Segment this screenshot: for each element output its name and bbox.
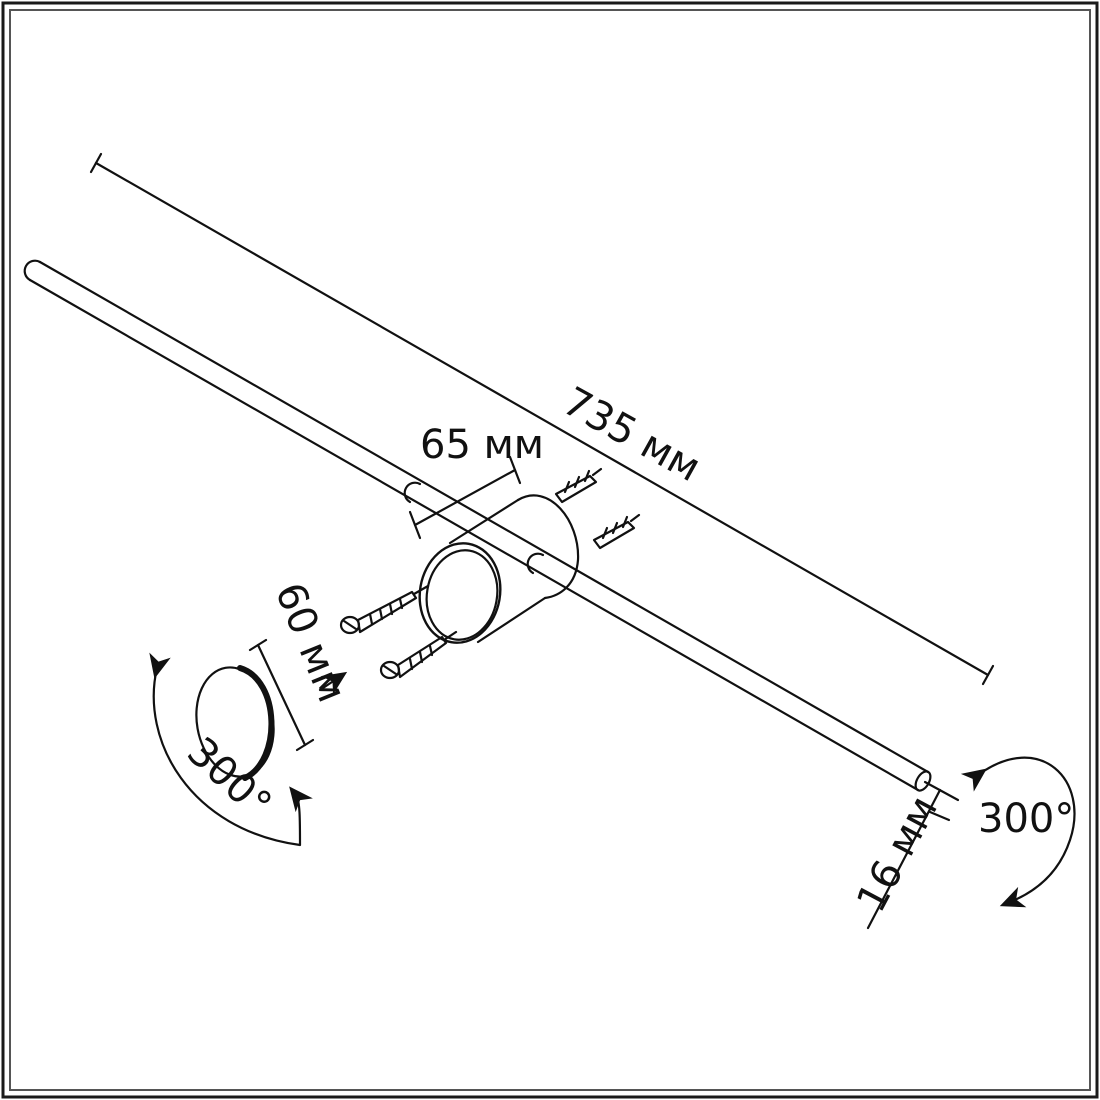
tube-diameter-label: 16 мм: [848, 789, 947, 920]
rotation-label-right: 300°: [978, 796, 1074, 842]
rotation-label-left: 300°: [178, 729, 280, 828]
wall-plug-icon: [554, 467, 603, 504]
wall-plug-icon: [592, 513, 641, 550]
mount-width-label: 65 мм: [420, 422, 544, 468]
arrow-icon: [318, 671, 348, 695]
tube-diameter-dimension: [866, 780, 960, 930]
length-label: 735 мм: [555, 379, 708, 492]
mount-cylinder: [418, 494, 580, 644]
mount-width-dimension: [408, 455, 522, 540]
screw-icon: [339, 584, 430, 635]
screw-icon: [379, 630, 458, 680]
length-dimension-line: [89, 152, 995, 686]
light-tube: [23, 259, 932, 792]
rotation-arc-icon: [960, 756, 1076, 908]
rotation-arc-icon: [149, 652, 313, 847]
